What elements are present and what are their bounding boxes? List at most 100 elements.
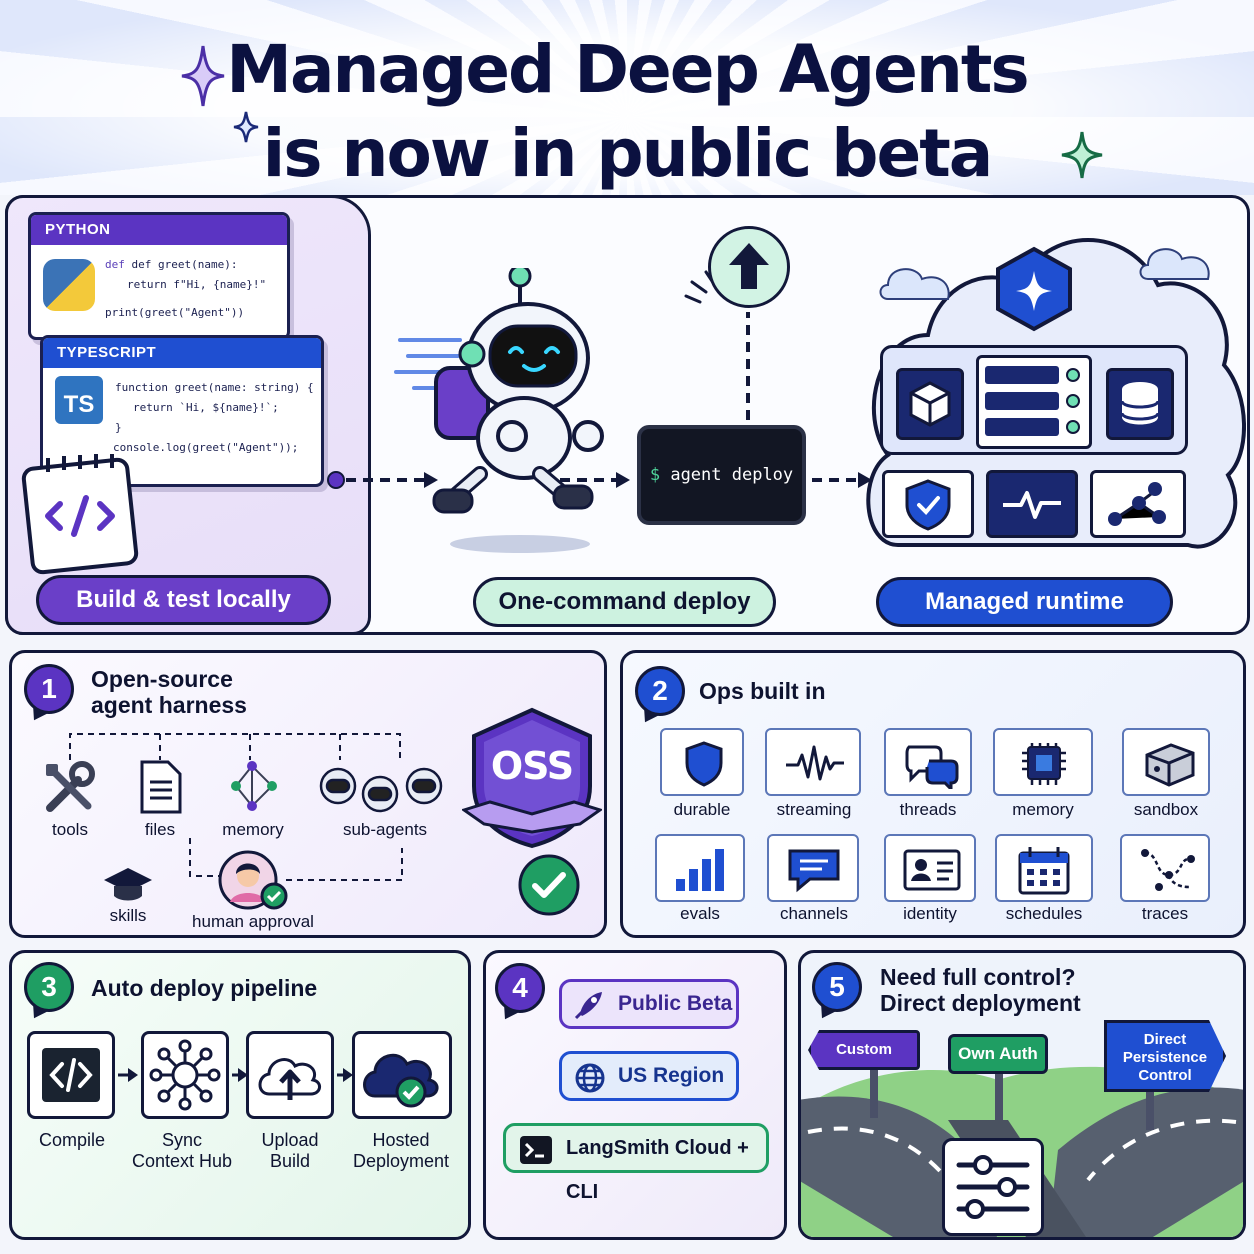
id-card-icon <box>903 849 961 891</box>
card3-title: Auto deploy pipeline <box>91 975 318 1001</box>
title-line-1: Managed Deep Agents <box>226 31 1029 108</box>
step-badge-1: 1 <box>24 664 74 714</box>
robot-mascot-icon <box>432 268 604 553</box>
pipeline-sync-label: Sync Context Hub <box>131 1130 233 1171</box>
pipeline-compile-label: Compile <box>38 1130 106 1150</box>
pipeline-upload-tile <box>246 1031 334 1119</box>
security-shield-icon <box>882 470 974 538</box>
monitoring-pulse-icon <box>986 470 1078 538</box>
ops-traces-label: traces <box>1141 904 1189 923</box>
card1-title-line2: agent harness <box>91 692 247 718</box>
ts-line-3: } <box>115 421 122 434</box>
container-cube-icon <box>896 368 964 440</box>
upload-arrow-icon <box>708 226 790 308</box>
code-notebook-icon <box>21 454 139 575</box>
chat-bubbles-icon <box>905 745 959 789</box>
one-command-deploy-label: One-command deploy <box>473 577 776 627</box>
sparkle-icon <box>1061 131 1103 179</box>
ops-threads-tile <box>884 728 972 796</box>
ops-identity-tile <box>884 834 976 902</box>
agent-deploy-terminal: $ agent deploy <box>637 425 806 525</box>
ops-sandbox-tile <box>1122 728 1210 796</box>
ops-streaming-tile <box>765 728 861 796</box>
harness-skills-label: skills <box>109 906 147 925</box>
harness-connectors <box>69 733 403 881</box>
globe-icon <box>575 1063 605 1093</box>
sliders-icon <box>956 1155 1030 1219</box>
ops-channels-tile <box>767 834 859 902</box>
python-header: PYTHON <box>31 215 287 245</box>
flow-arrows <box>327 270 872 489</box>
build-test-label: Build & test locally <box>36 575 331 625</box>
terminal-icon <box>520 1136 552 1164</box>
cloud-check-icon <box>363 1053 439 1108</box>
ops-channels-label: channels <box>779 904 849 923</box>
ops-traces-tile <box>1120 834 1210 902</box>
waveform-icon <box>786 745 844 781</box>
message-icon <box>788 849 840 893</box>
bar-chart-icon <box>676 849 724 891</box>
card2-title: Ops built in <box>699 678 826 704</box>
python-logo-icon <box>43 259 95 311</box>
network-graph-icon <box>1090 470 1186 538</box>
box-icon <box>1145 743 1195 787</box>
pipeline-arrows <box>118 1068 353 1082</box>
ops-durable-tile <box>660 728 744 796</box>
files-icon <box>140 760 182 814</box>
ops-memory-label: memory <box>1012 800 1074 819</box>
py-line-1: def greet(name): <box>131 258 238 271</box>
sign-direct-line2: Persistence <box>1122 1049 1208 1066</box>
langsmith-cloud-pill: LangSmith Cloud + CLI <box>503 1123 769 1203</box>
typescript-header: TYPESCRIPT <box>43 338 321 368</box>
sign-own-auth: Own Auth <box>948 1034 1048 1074</box>
ops-streaming-label: streaming <box>776 800 852 819</box>
page-title: Managed Deep Agents is now in public bet… <box>0 28 1254 196</box>
terminal-command: agent deploy <box>670 465 794 485</box>
pipeline-upload-label: Upload Build <box>261 1130 319 1171</box>
public-beta-label: Public Beta <box>618 992 733 1015</box>
ops-threads-label: threads <box>899 800 957 819</box>
database-icon <box>1106 368 1174 440</box>
pipeline-hosted-label: Hosted Deployment <box>352 1130 450 1171</box>
sign-direct-line1: Direct <box>1143 1031 1187 1048</box>
step-badge-2: 2 <box>635 666 685 716</box>
us-region-label: US Region <box>618 1064 725 1087</box>
step-badge-5: 5 <box>812 962 862 1012</box>
terminal-prompt: $ <box>649 465 661 485</box>
graduation-cap-icon <box>104 868 152 901</box>
tools-icon <box>46 761 95 812</box>
ops-schedules-label: schedules <box>1005 904 1083 923</box>
sign-custom-routes: Custom Routes <box>808 1030 920 1070</box>
public-beta-pill: Public Beta <box>559 979 739 1029</box>
langsmith-cloud-label: LangSmith Cloud + CLI <box>566 1137 749 1203</box>
oss-badge-text: OSS <box>490 744 574 788</box>
settings-sliders-tile <box>942 1138 1044 1236</box>
card5-title-line1: Need full control? <box>880 964 1076 990</box>
ops-memory-tile <box>993 728 1093 796</box>
cloud-upload-icon <box>258 1058 321 1100</box>
sign-direct-control: Direct Persistence Control <box>1104 1020 1226 1092</box>
py-line-3: print(greet("Agent")) <box>105 306 245 319</box>
ops-schedules-tile <box>995 834 1093 902</box>
step-badge-3: 3 <box>24 962 74 1012</box>
check-circle-icon <box>518 854 580 916</box>
hero-banner <box>0 0 1254 195</box>
ops-identity-label: identity <box>903 904 957 923</box>
human-avatar-icon <box>218 850 288 910</box>
harness-sub-agents-label: sub-agents <box>342 820 428 839</box>
step-badge-4: 4 <box>495 963 545 1013</box>
ts-line-4: console.log(greet("Agent")); <box>113 441 299 454</box>
calendar-icon <box>1018 847 1070 895</box>
card1-title-line1: Open-source <box>91 666 233 692</box>
us-region-pill: US Region <box>559 1051 739 1101</box>
ops-evals-label: evals <box>680 904 720 923</box>
hub-icon <box>149 1039 221 1111</box>
harness-tools-label: tools <box>52 820 88 839</box>
harness-human-approval-label: human approval <box>192 912 314 931</box>
code-icon <box>42 1048 100 1102</box>
rocket-icon <box>574 992 602 1020</box>
pipeline-compile-tile <box>27 1031 115 1119</box>
trace-path-icon <box>1141 849 1195 891</box>
memory-graph-icon <box>231 761 277 811</box>
ts-line-2: return `Hi, ${name}!`; <box>133 401 279 414</box>
